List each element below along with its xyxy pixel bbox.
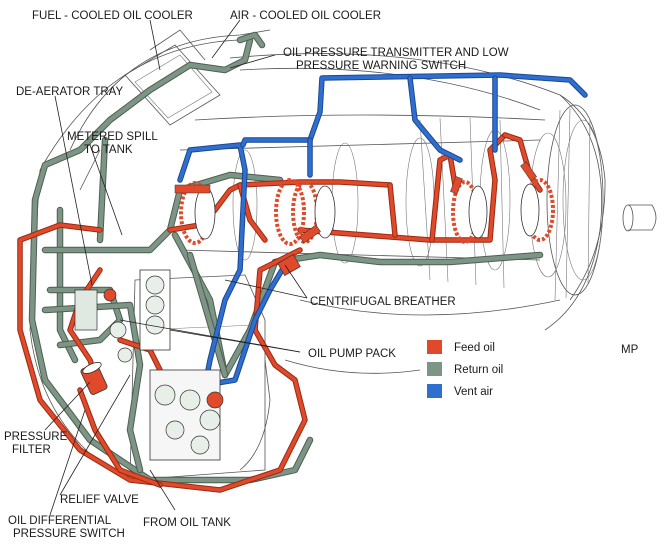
rear-bearing [450, 161, 555, 244]
bearing-chambers [174, 161, 555, 246]
label-metered-spill-line2: TO TANK [84, 144, 133, 156]
legend: Feed oil Return oil Vent air [427, 340, 503, 398]
engine-outline [29, 29, 657, 481]
label-oil-pump-pack: OIL PUMP PACK [308, 348, 396, 360]
feed-oil-lines [17, 132, 543, 493]
leader-lines [44, 19, 308, 516]
label-relief-valve: RELIEF VALVE [60, 494, 139, 506]
legend-item-feed-oil: Feed oil [427, 340, 495, 354]
label-metered-spill-line1: METERED SPILL [67, 131, 158, 143]
legend-item-return-oil: Return oil [427, 362, 503, 376]
vent-air-lines [177, 72, 588, 388]
label-mp: MP [621, 344, 639, 356]
oil-pump-pack-components [74, 253, 301, 461]
legend-label-feed-oil: Feed oil [454, 342, 495, 354]
label-from-oil-tank: FROM OIL TANK [143, 517, 231, 529]
legend-label-vent-air: Vent air [454, 386, 493, 398]
legend-item-vent-air: Vent air [427, 384, 493, 398]
centrifugal-breather [277, 253, 301, 277]
legend-label-return-oil: Return oil [454, 364, 503, 376]
intermediate-bearing [274, 178, 336, 246]
label-transmitter-line2: PRESSURE WARNING SWITCH [296, 60, 466, 72]
legend-swatch-return-oil [427, 362, 442, 376]
legend-swatch-vent-air [427, 384, 442, 398]
label-oil-differential-line2: PRESSURE SWITCH [13, 528, 125, 540]
label-fuel-cooled-oil-cooler: FUEL - COOLED OIL COOLER [32, 10, 193, 22]
label-air-cooled-oil-cooler: AIR - COOLED OIL COOLER [230, 10, 381, 22]
label-oil-differential-line1: OIL DIFFERENTIAL [8, 515, 112, 527]
label-pressure-filter-line2: FILTER [12, 444, 51, 456]
label-deaerator-tray: DE-AERATOR TRAY [16, 86, 123, 98]
legend-swatch-feed-oil [427, 340, 442, 354]
front-bearing [174, 181, 216, 245]
labels: FUEL - COOLED OIL COOLER AIR - COOLED OI… [4, 10, 639, 540]
label-pressure-filter-line1: PRESSURE [4, 431, 68, 443]
return-oil-lines [28, 31, 544, 484]
label-centrifugal-breather: CENTRIFUGAL BREATHER [310, 296, 456, 308]
label-transmitter-line1: OIL PRESSURE TRANSMITTER AND LOW [283, 47, 509, 59]
pressure-filter [80, 362, 108, 395]
